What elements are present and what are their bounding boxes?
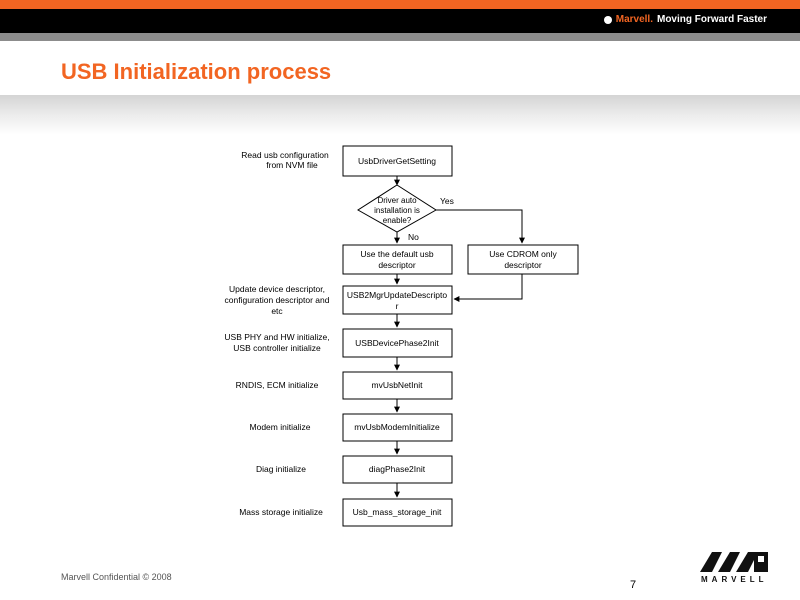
decision-label-line: enable?: [383, 216, 412, 225]
yes-branch-label-line: Use CDROM only: [489, 249, 557, 259]
process-box: [342, 328, 453, 358]
header-gray-bar: [0, 33, 800, 41]
step-note: Mass storage initialize: [239, 507, 323, 517]
process-box-label: USBDevicePhase2Init: [355, 338, 439, 348]
process-box: [342, 371, 453, 400]
yes-label: Yes: [440, 196, 454, 206]
confidential-footer: Marvell Confidential © 2008: [61, 572, 172, 582]
step-note-line: from NVM file: [266, 160, 318, 170]
process-box: [342, 413, 453, 442]
decision-label-line: installation is: [374, 206, 420, 215]
no-branch-label-line: descriptor: [378, 260, 415, 270]
header-bar: [0, 9, 800, 33]
step-note-line: Read usb configuration: [241, 150, 329, 160]
step-note-line: configuration descriptor and: [225, 295, 330, 305]
process-box-label: diagPhase2Init: [369, 464, 426, 474]
process-box: [342, 498, 453, 527]
top-accent-bar: [0, 0, 800, 9]
step-note: USB PHY and HW initialize,USB controller…: [224, 332, 329, 353]
connector-line: [436, 209, 525, 244]
process-box: [342, 145, 453, 177]
decision-diamond: [357, 184, 437, 233]
connector-line: [453, 274, 523, 302]
page-number: 7: [630, 579, 637, 591]
step-note: RNDIS, ECM initialize: [236, 380, 319, 390]
process-box-label: mvUsbNetInit: [371, 380, 423, 390]
title-gradient-band: [0, 95, 800, 135]
process-box: [342, 455, 453, 484]
tagline-text: Moving Forward Faster: [656, 14, 767, 25]
step-note-line: Update device descriptor,: [229, 284, 325, 294]
marvell-dot-icon: [603, 15, 612, 24]
step-note: Diag initialize: [256, 464, 306, 474]
step-note: Update device descriptor,configuration d…: [225, 284, 330, 316]
no-label: No: [408, 232, 419, 242]
process-box-label: Usb_mass_storage_init: [353, 507, 442, 517]
decision-label-line: Driver auto: [377, 196, 417, 205]
process-box: [342, 285, 453, 315]
step-note: Modem initialize: [250, 422, 311, 432]
no-branch-label-line: Use the default usb: [360, 249, 434, 259]
marvell-logo-icon: [700, 552, 768, 572]
process-box: [342, 244, 453, 275]
process-box-label-line: USB2MgrUpdateDescripto: [347, 290, 447, 300]
header-tagline: Marvell. Moving Forward Faster: [603, 14, 767, 25]
step-note-line: USB PHY and HW initialize,: [224, 332, 329, 342]
tagline-brand: Marvell.: [615, 14, 653, 25]
logo-text: MARVELL: [701, 575, 768, 584]
process-box-label: mvUsbModemInitialize: [354, 422, 440, 432]
step-note-line: etc: [271, 306, 283, 316]
process-box-label-line: r: [396, 301, 399, 311]
yes-branch-label-line: descriptor: [504, 260, 541, 270]
step-note-line: USB controller initialize: [233, 343, 321, 353]
process-box-label: UsbDriverGetSetting: [358, 156, 436, 166]
process-box: [467, 244, 579, 275]
slide-title: USB Initialization process: [61, 59, 332, 84]
